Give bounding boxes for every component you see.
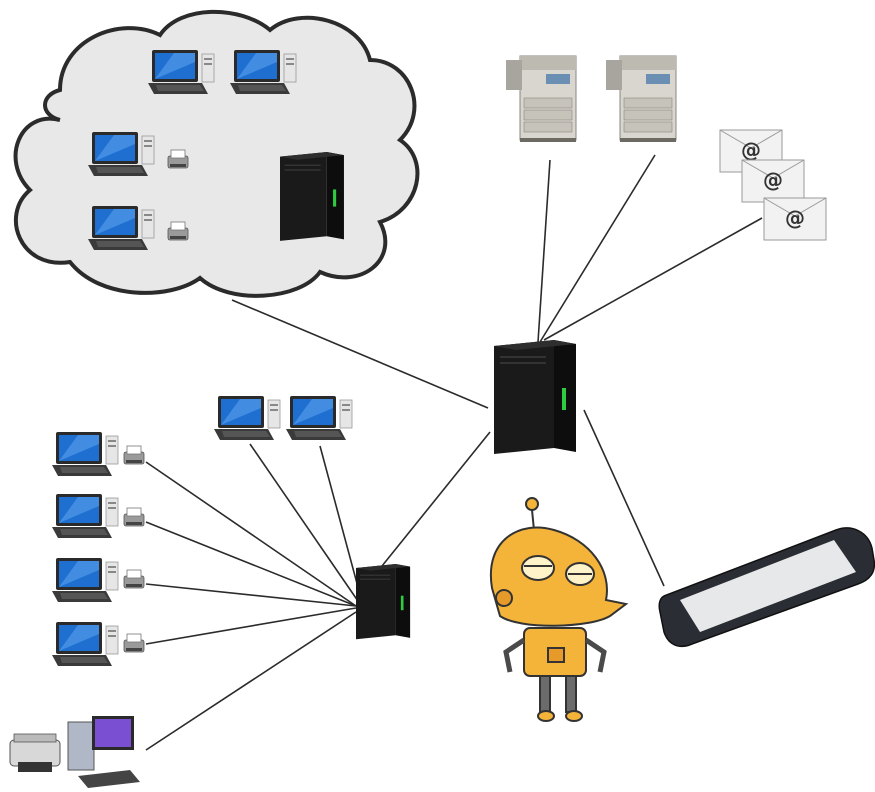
local-printer-3 [123, 569, 145, 589]
cloud-server [280, 152, 344, 241]
desktop-tower [67, 721, 95, 771]
local-laptop-top-right [285, 395, 353, 441]
edge-local-pc-1 [145, 461, 357, 607]
edge-local-pc-top-left [249, 443, 361, 605]
edge-main-server-local-server [381, 431, 491, 567]
cloud-network [13, 9, 420, 298]
edge-local-pc-2 [145, 521, 357, 607]
email-at-2: @ [763, 168, 783, 192]
cloud-laptop-1 [147, 49, 215, 95]
local-laptop-3 [51, 557, 119, 603]
edge-copier1-main-server [537, 159, 551, 343]
edge-local-pc-3 [145, 583, 357, 607]
local-laptop-4 [51, 621, 119, 667]
email-at-3: @ [785, 206, 805, 230]
local-laptop-1 [51, 431, 119, 477]
smartphone-screen [680, 540, 856, 632]
smartphone [658, 527, 875, 648]
edge-local-pc-top-right [319, 445, 363, 603]
edge-scanner-workstation [145, 611, 357, 751]
cloud-printer-3 [167, 149, 189, 169]
robot-antenna-tip [525, 497, 539, 511]
local-printer-2 [123, 507, 145, 527]
local-laptop-top-left [213, 395, 281, 441]
email-stack: @ @ @ [719, 129, 827, 241]
copier-1 [505, 55, 577, 143]
main-server [494, 340, 576, 454]
robot-head [489, 526, 629, 627]
local-printer-4 [123, 633, 145, 653]
cloud-laptop-4 [87, 205, 155, 251]
robot [489, 497, 629, 722]
copier-2 [605, 55, 677, 143]
local-server [356, 564, 411, 640]
cloud-printer-4 [167, 221, 189, 241]
cloud-laptop-2 [229, 49, 297, 95]
edge-copier2-main-server [539, 154, 656, 343]
cloud-shape [13, 9, 420, 298]
local-printer-1 [123, 445, 145, 465]
edge-local-pc-4 [145, 607, 357, 645]
cloud-laptop-3 [87, 131, 155, 177]
email-at-1: @ [741, 138, 761, 162]
edge-main-server-smartphone [583, 409, 665, 587]
scanner-workstation [9, 716, 140, 788]
local-laptop-2 [51, 493, 119, 539]
edge-emails-main-server [543, 217, 763, 341]
edge-cloud-main-server [231, 299, 489, 409]
